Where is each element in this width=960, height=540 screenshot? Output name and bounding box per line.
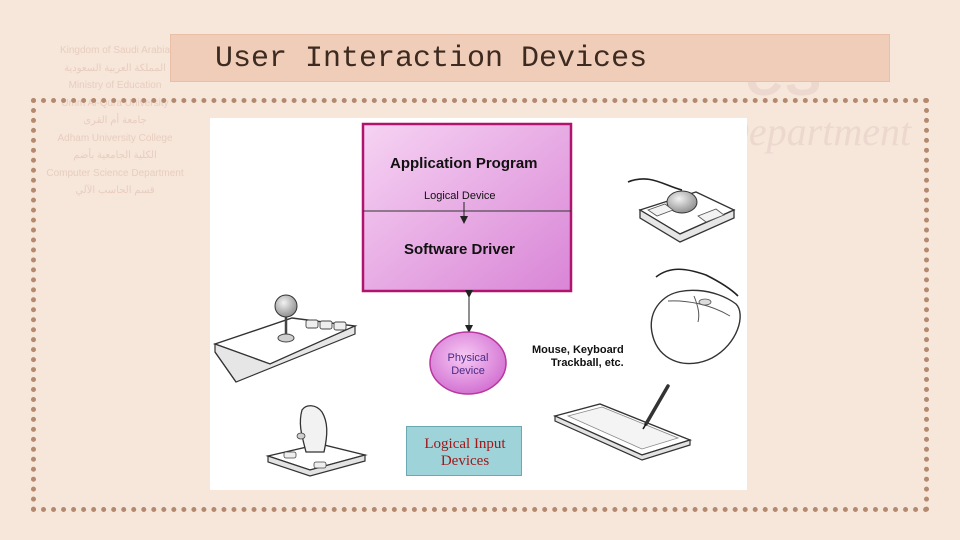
- input-devices-line: Trackball, etc.: [532, 357, 624, 370]
- diagram-panel: Application Program Logical Device Softw…: [210, 118, 747, 490]
- org-line: المملكة العربية السعودية: [40, 60, 190, 78]
- joystick-icon: [268, 406, 365, 476]
- physical-device-line: Device: [432, 365, 504, 378]
- input-devices-label: Mouse, Keyboard Trackball, etc.: [532, 344, 624, 370]
- application-program-label: Application Program: [390, 155, 538, 172]
- physical-device-line: Physical: [432, 352, 504, 365]
- joystick-console-icon: [215, 295, 355, 382]
- org-line: Ministry of Education: [40, 77, 190, 95]
- caption-line: Devices: [407, 453, 523, 470]
- pen-tablet-icon: [555, 386, 690, 460]
- logical-input-devices-caption: Logical Input Devices: [406, 426, 522, 476]
- application-driver-box: [363, 124, 571, 291]
- caption-text: Logical Input Devices: [407, 436, 523, 470]
- input-devices-line: Mouse, Keyboard: [532, 344, 624, 357]
- mouse-icon: [651, 269, 740, 363]
- slide-title: User Interaction Devices: [215, 42, 647, 76]
- logical-device-label: Logical Device: [424, 190, 496, 202]
- software-driver-label: Software Driver: [404, 241, 515, 258]
- trackball-icon: [628, 179, 734, 242]
- org-line: Kingdom of Saudi Arabia: [40, 42, 190, 60]
- title-bar: User Interaction Devices: [170, 34, 890, 82]
- caption-line: Logical Input: [407, 436, 523, 453]
- physical-device-label: Physical Device: [432, 352, 504, 378]
